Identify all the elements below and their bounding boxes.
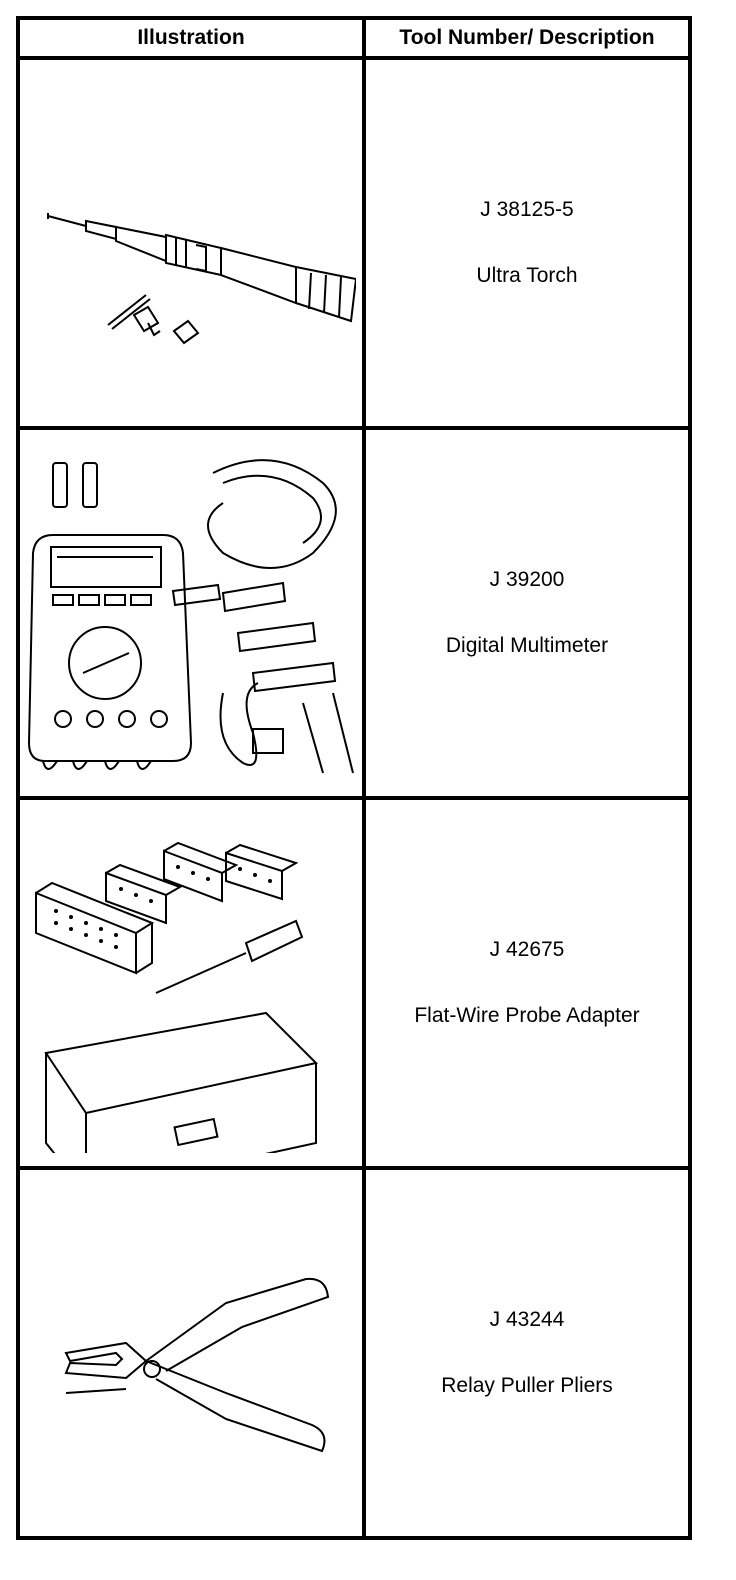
- tool-description: Ultra Torch: [476, 264, 578, 287]
- header-tool-number: Tool Number/ Description: [362, 16, 692, 60]
- tool-description: Digital Multimeter: [445, 634, 609, 657]
- illustration-cell: [16, 426, 366, 800]
- tool-description: Flat-Wire Probe Adapter: [414, 1004, 640, 1027]
- table-row: J 38125-5 Ultra Torch: [16, 56, 692, 430]
- table-row: J 42675 Flat-Wire Probe Adapter: [16, 796, 692, 1170]
- illustration-cell: [16, 56, 366, 430]
- table-row: J 43244 Relay Puller Pliers: [16, 1166, 692, 1540]
- description-cell: J 38125-5 Ultra Torch: [362, 56, 692, 430]
- tool-number: J 38125-5: [480, 198, 574, 221]
- header-illustration: Illustration: [16, 16, 366, 60]
- description-cell: J 39200 Digital Multimeter: [362, 426, 692, 800]
- tool-description: Relay Puller Pliers: [441, 1374, 613, 1397]
- pliers-icon: [26, 1193, 356, 1513]
- tools-table-wrapper: Illustration Tool Number/ Description: [16, 16, 692, 1574]
- description-cell: J 42675 Flat-Wire Probe Adapter: [362, 796, 692, 1170]
- multimeter-icon: [23, 443, 359, 783]
- tools-table: Illustration Tool Number/ Description: [16, 16, 692, 1540]
- tool-number: J 43244: [489, 1308, 565, 1331]
- header-row: Illustration Tool Number/ Description: [16, 16, 692, 60]
- tool-number: J 39200: [489, 568, 565, 591]
- description-cell: J 43244 Relay Puller Pliers: [362, 1166, 692, 1540]
- tool-number: J 42675: [489, 938, 565, 961]
- soldering-torch-icon: [26, 83, 356, 403]
- table-row: J 39200 Digital Multimeter: [16, 426, 692, 800]
- illustration-cell: [16, 796, 366, 1170]
- probe-adapter-icon: [26, 813, 356, 1153]
- illustration-cell: [16, 1166, 366, 1540]
